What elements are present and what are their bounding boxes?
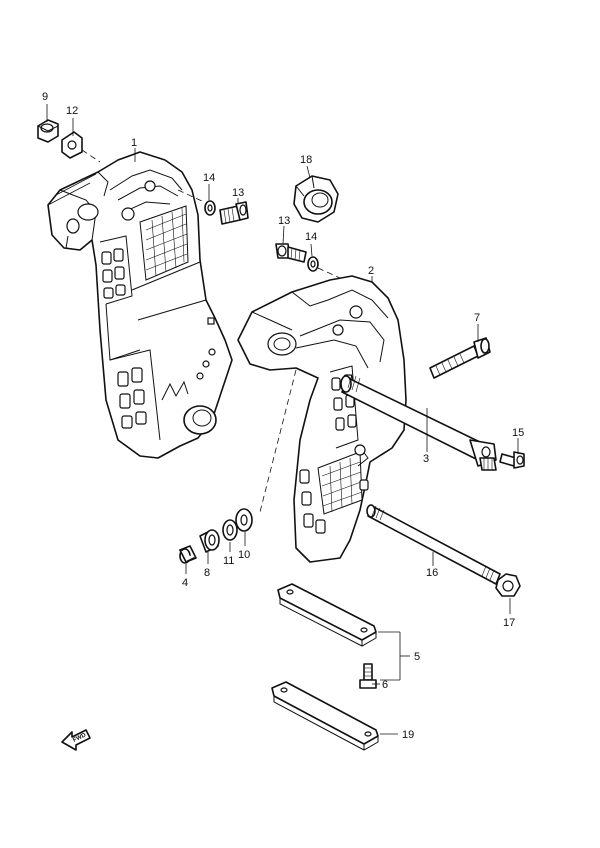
callout-15: 15 — [512, 427, 524, 439]
callout-14: 14 — [203, 172, 215, 184]
callout-2: 2 — [368, 265, 374, 277]
callout-3: 3 — [423, 453, 429, 465]
callout-14: 14 — [305, 231, 317, 243]
callout-7: 7 — [474, 312, 480, 324]
part-9-nut — [37, 119, 59, 143]
part-8-collar — [199, 529, 220, 553]
part-12-plate — [61, 131, 83, 159]
hatch-mesh — [139, 205, 189, 281]
hatch-mesh-lower — [317, 451, 363, 515]
callout-13: 13 — [232, 187, 244, 199]
part-15-bolt — [499, 451, 525, 469]
callout-1: 1 — [131, 137, 137, 149]
callout-13: 13 — [278, 215, 290, 227]
fwd-label: FWD — [72, 732, 88, 744]
part-10-washer — [235, 508, 253, 532]
part-11-washer — [222, 519, 238, 541]
part-17-nut — [495, 573, 521, 597]
part-13-bolt-a — [219, 201, 249, 225]
callout-17: 17 — [503, 617, 515, 629]
part-7-bolt — [429, 337, 491, 379]
leader-lines — [46, 104, 519, 735]
callout-9: 9 — [42, 91, 48, 103]
callout-16: 16 — [426, 567, 438, 579]
callout-5: 5 — [414, 651, 420, 663]
part-16-long-shaft — [366, 504, 501, 585]
callout-19: 19 — [402, 729, 414, 741]
callout-18: 18 — [300, 154, 312, 166]
part-6-screw — [359, 663, 377, 689]
part-14-washer-a — [204, 200, 216, 216]
part-1-clamp-bracket — [47, 151, 233, 459]
fwd-arrow-icon: FWD — [61, 729, 91, 751]
callout-12: 12 — [66, 105, 78, 117]
part-14-washer-b — [307, 256, 319, 272]
part-3-shaft — [340, 373, 497, 471]
callout-4: 4 — [182, 577, 188, 589]
part-18-cap — [293, 175, 339, 223]
callout-6: 6 — [382, 679, 388, 691]
part-13-bolt-b — [275, 243, 307, 263]
callout-10: 10 — [238, 549, 250, 561]
part-5-plate — [277, 583, 377, 647]
callout-11: 11 — [223, 555, 234, 567]
callout-labels: 9 12 1 14 13 18 13 14 2 7 3 15 4 8 11 10… — [42, 91, 524, 741]
part-4-bushing — [179, 545, 197, 564]
part-19-plate — [271, 681, 379, 751]
callout-8: 8 — [204, 567, 210, 579]
part-2-clamp-bracket — [237, 275, 407, 563]
